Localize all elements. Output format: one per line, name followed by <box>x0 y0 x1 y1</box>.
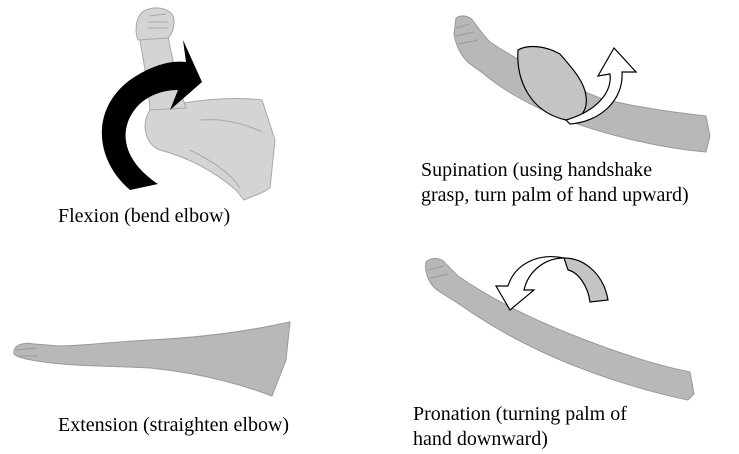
pronation-caption-line1: Pronation (turning palm of <box>413 402 627 427</box>
flexion-figure <box>102 8 275 200</box>
supination-figure <box>454 16 710 152</box>
extension-figure <box>14 322 290 396</box>
pronation-rotation-arrow-icon <box>496 257 608 310</box>
pronation-figure <box>426 257 694 400</box>
supination-caption-line2: grasp, turn palm of hand upward) <box>421 183 689 208</box>
supination-caption: Supination (using handshake grasp, turn … <box>421 158 689 208</box>
pronation-caption-line2: hand downward) <box>413 427 627 452</box>
supination-caption-line1: Supination (using handshake <box>421 158 689 183</box>
pronation-arm <box>426 258 694 400</box>
extension-arm <box>14 322 290 396</box>
pronation-caption: Pronation (turning palm of hand downward… <box>413 402 627 452</box>
flexion-caption: Flexion (bend elbow) <box>58 204 230 229</box>
extension-caption: Extension (straighten elbow) <box>58 413 289 438</box>
flexion-arm <box>136 8 275 200</box>
